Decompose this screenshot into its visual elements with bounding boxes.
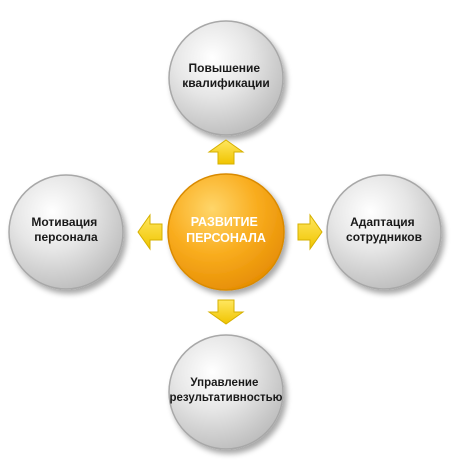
node-bottom-circle — [168, 334, 284, 450]
arrow-up-icon — [207, 139, 245, 165]
node-left: Мотивация персонала — [8, 174, 124, 290]
arrow-left-icon — [137, 213, 163, 251]
node-right-circle — [326, 174, 442, 290]
node-center: РАЗВИТИЕ ПЕРСОНАЛА — [167, 173, 285, 291]
node-bottom-label: Управление результативностью — [170, 377, 283, 404]
node-left-circle — [8, 174, 124, 290]
node-right: Адаптация сотрудников — [326, 174, 442, 290]
node-left-label: Мотивация персонала — [31, 215, 100, 244]
arrow-down-icon — [207, 299, 245, 325]
node-top-label: Повышение квалификации — [182, 61, 270, 90]
arrow-right-icon — [297, 213, 323, 251]
node-bottom: Управление результативностью — [168, 334, 284, 450]
node-right-label: Адаптация сотрудников — [346, 215, 422, 244]
node-center-label: РАЗВИТИЕ ПЕРСОНАЛА — [186, 215, 266, 245]
node-center-circle — [167, 173, 285, 291]
node-top: Повышение квалификации — [168, 20, 284, 136]
node-top-circle — [168, 20, 284, 136]
